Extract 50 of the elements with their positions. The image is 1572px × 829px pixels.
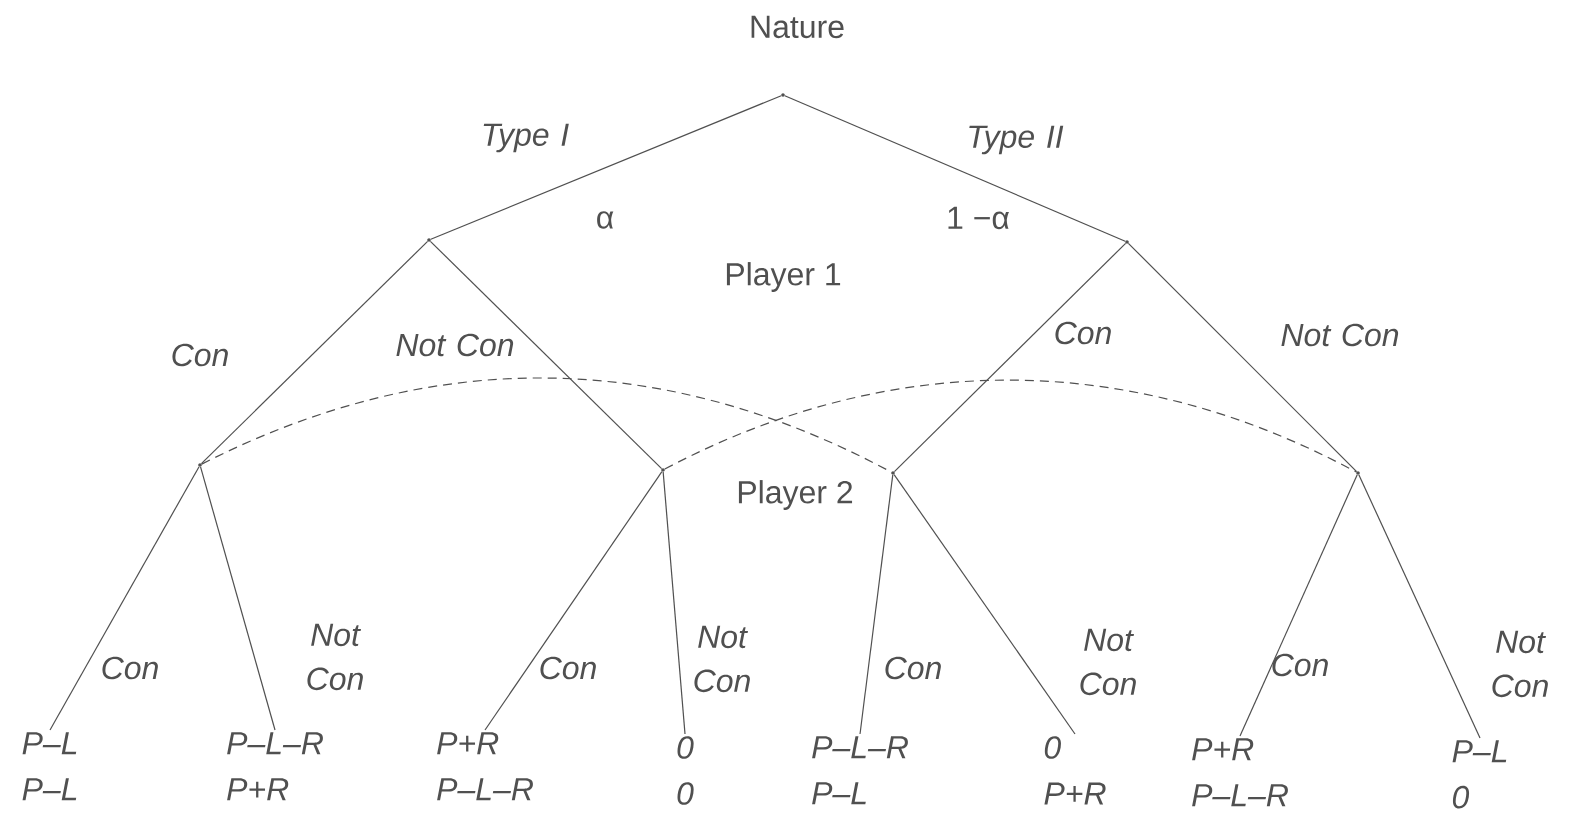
tree-branch xyxy=(893,474,1076,735)
tree-branch xyxy=(484,471,663,731)
player-label: α xyxy=(597,211,614,229)
tree-branch xyxy=(1127,242,1358,473)
edge-label: Not Con xyxy=(396,333,514,357)
tree-vertex xyxy=(1356,471,1360,475)
edge-label: Con xyxy=(172,343,228,367)
tree-vertex xyxy=(427,238,431,242)
tree-branch xyxy=(430,95,782,240)
edge-label: Type II xyxy=(969,125,1064,155)
tree-branch xyxy=(429,240,663,470)
info-set-curve xyxy=(201,377,892,473)
payoff-text: 0 0 xyxy=(677,736,694,805)
payoff-text: P+R P–L–R xyxy=(437,732,533,801)
edge-label: Con xyxy=(102,656,158,680)
tree-branch xyxy=(662,471,686,735)
player-label: 1 −α xyxy=(948,206,1009,230)
edge-label: Not Con xyxy=(307,623,363,691)
edge-label: Not Con xyxy=(1281,323,1399,347)
tree-branch xyxy=(1358,474,1481,739)
tree-branch xyxy=(784,95,1126,242)
edge-label: Con xyxy=(885,656,941,680)
tree-vertex xyxy=(198,463,202,467)
edge-label: Not Con xyxy=(1492,630,1548,698)
tree-vertex xyxy=(781,93,785,97)
edge-label: Con xyxy=(540,656,596,680)
edge-label: Con xyxy=(1055,321,1111,345)
tree-vertex xyxy=(891,471,895,475)
payoff-text: P–L–R P+R xyxy=(227,732,323,801)
player-label: Player 2 xyxy=(738,480,853,510)
edge-label: Con xyxy=(1272,653,1328,677)
node-label: Nature xyxy=(751,15,844,39)
edge-label: Not Con xyxy=(1080,628,1136,696)
payoff-text: P–L–R P–L xyxy=(812,736,908,805)
tree-branch xyxy=(1239,474,1358,737)
edge-label: Not Con xyxy=(694,625,750,693)
tree-vertex xyxy=(661,468,665,472)
tree-branch xyxy=(49,466,200,731)
payoff-text: P–L P–L xyxy=(22,732,77,801)
payoff-text: P–L 0 xyxy=(1452,740,1507,809)
payoff-text: P+R P–L–R xyxy=(1192,738,1288,807)
tree-branch xyxy=(893,242,1127,473)
tree-branch xyxy=(859,474,894,735)
payoff-text: 0 P+R xyxy=(1044,736,1106,805)
player-label: Player 1 xyxy=(726,262,841,292)
tree-branch xyxy=(199,466,276,731)
tree-vertex xyxy=(1125,240,1129,244)
tree-branch xyxy=(200,240,429,465)
info-set-curve xyxy=(664,379,1357,473)
edge-label: Type I xyxy=(483,123,569,153)
